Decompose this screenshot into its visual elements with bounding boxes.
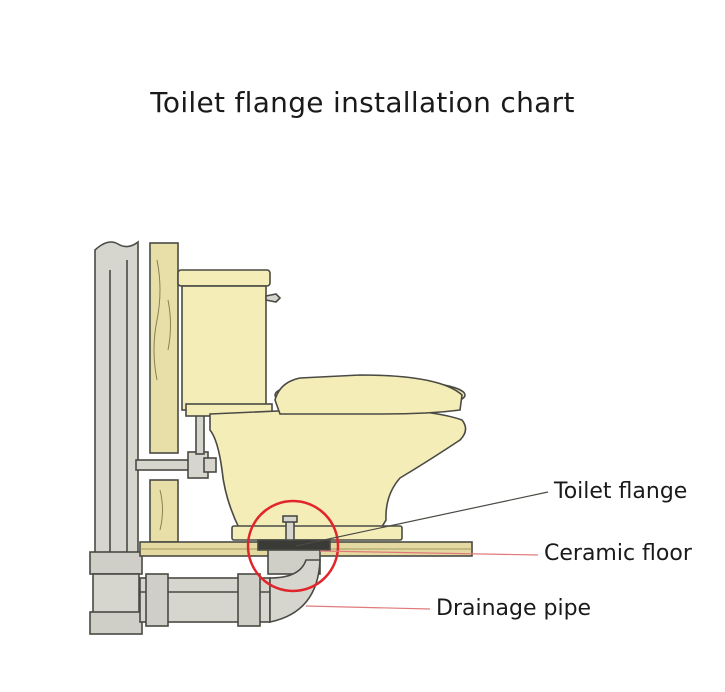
water-supply-valve: [135, 411, 217, 479]
vertical-soil-pipe: [89, 240, 143, 635]
leader-line-drainage-pipe: [305, 605, 431, 610]
wall-stud: [149, 242, 179, 543]
flange-highlight-circle: [246, 499, 340, 593]
label-drainage-pipe: Drainage pipe: [436, 596, 592, 621]
diagram-title: Toilet flange installation chart: [150, 86, 575, 119]
label-ceramic-floor: Ceramic floor: [544, 541, 692, 566]
label-toilet-flange: Toilet flange: [554, 479, 688, 504]
toilet-bowl: [209, 374, 467, 541]
toilet-tank: [177, 269, 282, 417]
leader-line-ceramic-floor: [319, 550, 539, 556]
leader-line-toilet-flange: [295, 491, 549, 547]
